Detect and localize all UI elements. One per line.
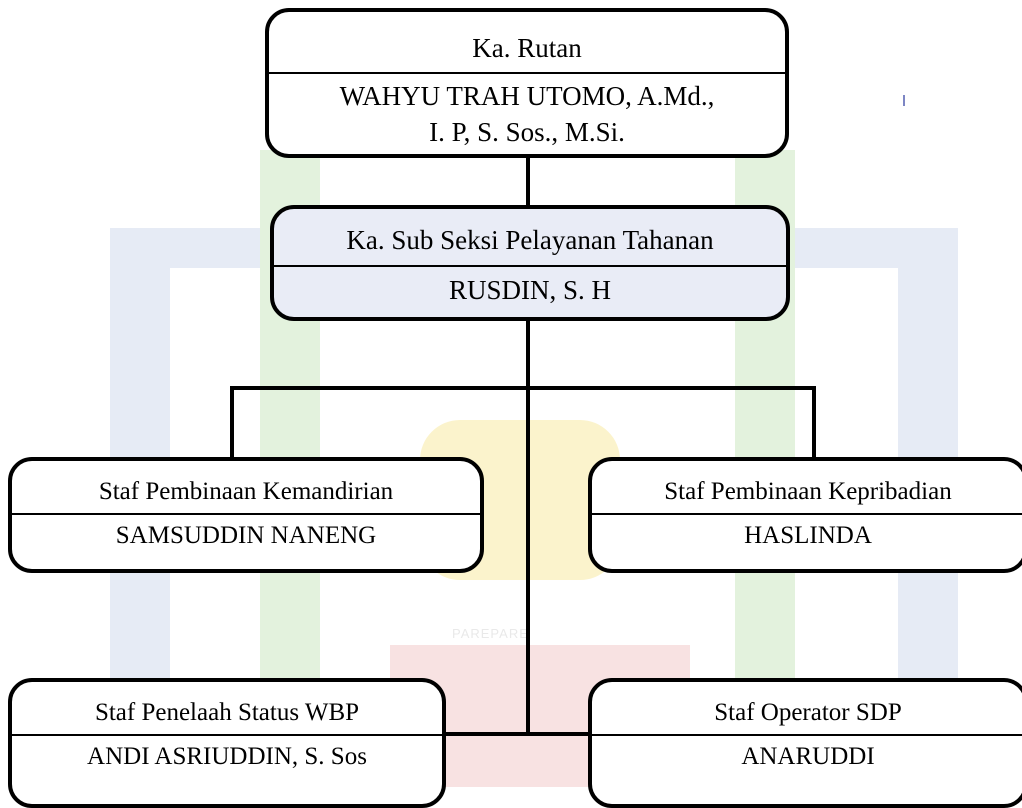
connector-bottom-branch — [440, 732, 600, 736]
staff-name-kepribadian: HASLINDA — [744, 522, 872, 549]
head-name: WAHYU TRAH UTOMO, A.Md., I. P, S. Sos., … — [269, 74, 785, 150]
sub-head-name: RUSDIN, S. H — [448, 275, 612, 305]
head-name-line2: I. P, S. Sos., M.Si. — [429, 117, 625, 147]
head-name-line1: WAHYU TRAH UTOMO, A.Md., — [339, 81, 715, 111]
staff-title-kemandirian: Staf Pembinaan Kemandirian — [12, 461, 480, 515]
head-title: Ka. Rutan — [269, 12, 785, 74]
connector-right-drop — [812, 386, 816, 462]
connector-head-to-sub — [526, 154, 530, 208]
staff-title-penelaah: Staf Penelaah Status WBP — [12, 682, 442, 736]
sub-head-box: Ka. Sub Seksi Pelayanan Tahanan RUSDIN, … — [270, 205, 790, 321]
staff-name-penelaah: ANDI ASRIUDDIN, S. Sos — [87, 743, 367, 770]
small-mark — [903, 95, 905, 106]
staff-box-penelaah: Staf Penelaah Status WBP ANDI ASRIUDDIN,… — [8, 678, 446, 808]
sub-head-title: Ka. Sub Seksi Pelayanan Tahanan — [274, 209, 786, 267]
watermark-text: PAREPARE — [452, 626, 529, 641]
staff-title-kepribadian: Staf Pembinaan Kepribadian — [592, 461, 1022, 515]
staff-name-operator: ANARUDDI — [741, 743, 875, 770]
staff-name-kemandirian: SAMSUDDIN NANENG — [115, 522, 377, 549]
staff-title-operator: Staf Operator SDP — [592, 682, 1022, 736]
connector-left-drop — [230, 386, 234, 462]
head-box: Ka. Rutan WAHYU TRAH UTOMO, A.Md., I. P,… — [265, 8, 789, 158]
staff-box-kepribadian: Staf Pembinaan Kepribadian HASLINDA — [588, 457, 1022, 573]
connector-horizontal-branch — [230, 386, 816, 390]
staff-box-kemandirian: Staf Pembinaan Kemandirian SAMSUDDIN NAN… — [8, 457, 484, 573]
staff-box-operator: Staf Operator SDP ANARUDDI — [588, 678, 1022, 808]
connector-vertical-trunk — [526, 318, 530, 736]
